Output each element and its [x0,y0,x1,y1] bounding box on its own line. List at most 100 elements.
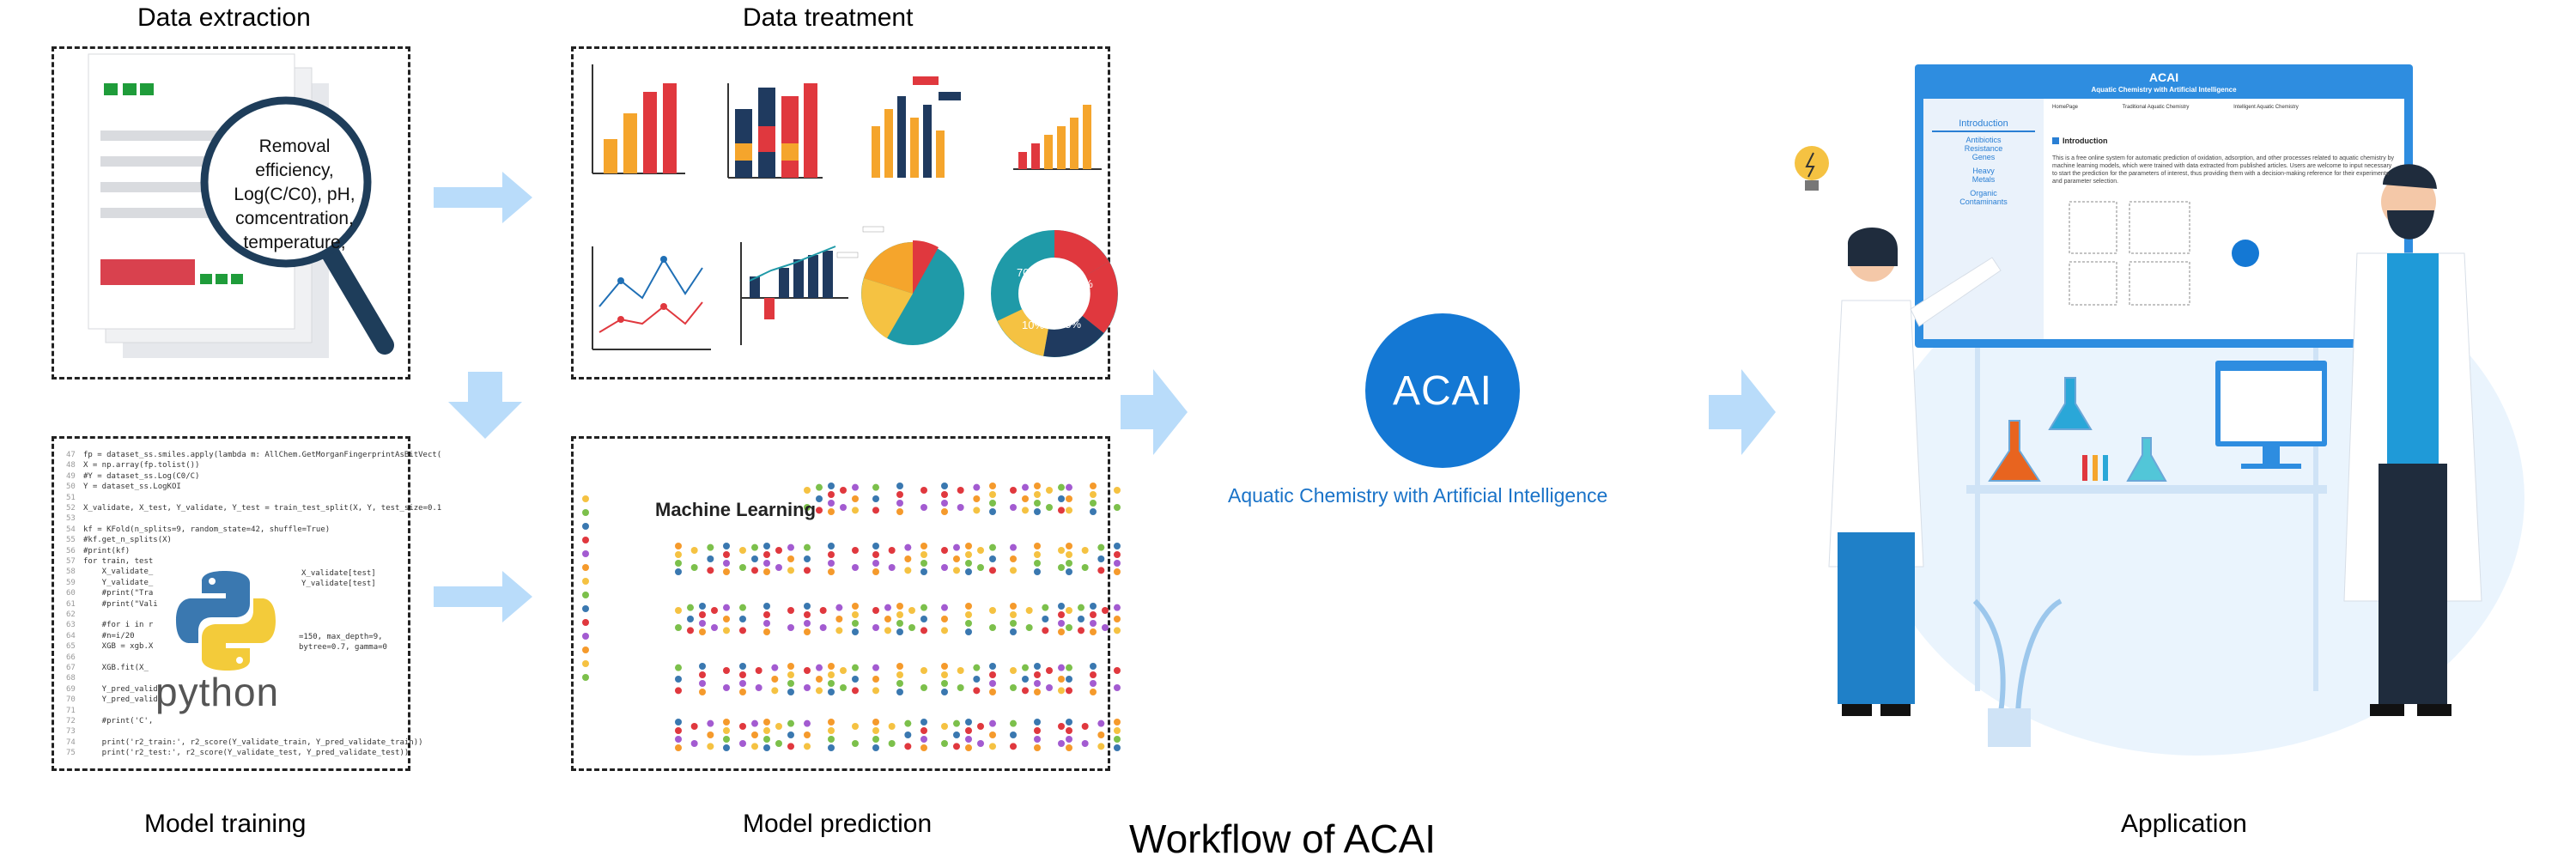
code-line-number: 69 [66,684,76,694]
man-scientist-figure [2343,164,2482,716]
donut-label-5: 5% [1077,277,1093,290]
legend-dot [582,578,589,585]
code-line-number: 73 [66,727,76,737]
combo-chart-icon [740,242,848,345]
code-line: X_validate, X_test, Y_validate, Y_test =… [83,504,442,513]
network-diagram [1066,483,1121,515]
code-line-number: 65 [66,642,76,652]
legend-dot [582,550,589,557]
legend-dot [582,660,589,667]
callout-bar-chart-icon [872,76,961,178]
screen-side-heading[interactable]: Introduction [1959,118,2008,129]
screen-side-item[interactable]: Resistance [1964,144,2003,153]
code-line-number: 53 [66,514,76,524]
network-diagram [1066,603,1121,635]
code-line-number: 67 [66,664,76,672]
network-diagram [675,543,730,575]
acai-subtitle: Aquatic Chemistry with Artificial Intell… [1228,484,1608,507]
line-chart-icon [592,246,711,350]
code-line: #Y = dataset_ss.Log(C0/C) [83,471,200,481]
network-diagram [1010,603,1065,635]
pie-chart-icon [836,226,964,345]
model-prediction-panel: Machine Learning [571,436,1121,771]
screen-body-text: This is a free online system for automat… [2052,155,2395,185]
screen-side-menu: Antibiotics Resistance Genes Heavy Metal… [1923,136,2044,206]
network-diagram [739,543,794,575]
code-line: XGB.fit(X_ [83,664,149,672]
ml-title: Machine Learning [655,499,817,520]
network-diagram [675,663,730,695]
code-line-number: 49 [66,471,76,481]
arrow-down-to-training [448,372,522,439]
network-diagram [1010,543,1065,575]
code-line-number: 72 [66,717,76,725]
network-diagram [739,663,794,695]
woman-scientist-figure [1828,228,2002,716]
screen-nav-home[interactable]: HomePage [2052,105,2079,110]
legend-dot [582,495,589,502]
network-diagram [941,719,996,751]
chart-collage: 70% 5% 10% 15% [592,64,1118,357]
code-line-number: 52 [66,504,76,513]
network-diagram [872,719,927,751]
network-diagram [804,719,859,751]
code-right-2: Y_validate[test] [301,580,376,588]
network-diagram [941,483,996,515]
network-diagram [872,603,927,635]
arrow-extraction-to-treatment [434,172,532,223]
code-line-number: 63 [66,621,76,630]
code-right-4: bytree=0.7, gamma=0 [299,643,387,652]
code-line-number: 58 [66,568,76,577]
network-diagram [1066,663,1121,695]
legend-dot [582,633,589,640]
network-diagram [804,603,859,635]
code-line-number: 60 [66,589,76,598]
neural-network-zoo [582,483,1121,751]
data-treatment-panel: 70% 5% 10% 15% [571,46,1118,379]
screen-title: ACAI [2148,70,2179,84]
legend-dot [582,646,589,653]
code-line: #for i in r [83,621,154,630]
data-extraction-panel: Removal efficiency, Log(C/C0), pH, comce… [52,46,410,379]
application-illustration: ACAI Aquatic Chemistry with Artificial I… [1795,52,2550,756]
code-line: #print("Vali [83,599,158,609]
screen-nav-intelligent[interactable]: Intelligent Aquatic Chemistry [2233,105,2299,110]
code-line: #kf.get_n_splits(X) [83,536,172,545]
network-diagram [872,663,927,695]
screen-side-item[interactable]: Contaminants [1959,197,2008,206]
legend-dot [582,605,589,612]
code-line-number: 66 [66,653,76,662]
legend-dot [582,509,589,516]
arrow-training-to-prediction [434,571,532,622]
legend-dot [582,674,589,681]
screen-side-item[interactable]: Genes [1971,153,1996,161]
magnifier-handle [319,241,394,355]
code-line: for train, test [83,557,154,566]
code-line: fp = dataset_ss.smiles.apply(lambda m: A… [83,451,442,459]
legend-dot [582,564,589,571]
screen-side-item[interactable]: Antibiotics [1965,136,2002,144]
network-diagram [1010,483,1065,515]
document-stack-illustration [88,53,394,358]
donut-label-70: 70% [1017,266,1039,279]
screen-side-item[interactable]: Organic [1970,189,1997,197]
code-line: #n=i/20 [83,631,135,640]
arrow-to-acai [1121,369,1188,455]
donut-chart-icon [991,230,1118,357]
legend-dot [582,537,589,543]
code-line: print('r2_test:', r2_score(Y_validate_te… [83,749,410,758]
label-model-prediction: Model prediction [743,810,933,838]
screen-nav: HomePage Traditional Aquatic Chemistry I… [2052,105,2299,110]
code-line-number: 50 [66,483,76,492]
magnifier-icon [200,96,372,268]
code-line: X_validate_ [83,568,154,577]
legend-dot [582,523,589,530]
python-logo-icon [176,571,276,671]
code-line-number: 75 [66,749,76,758]
screen-nav-traditional[interactable]: Traditional Aquatic Chemistry [2122,105,2190,110]
screen-side-item[interactable]: Metals [1971,175,1996,184]
screen-side-item[interactable]: Heavy [1972,167,1995,175]
code-line-number: 68 [66,674,76,683]
code-line-number: 47 [66,451,76,459]
donut-label-10: 10% [1022,319,1044,331]
